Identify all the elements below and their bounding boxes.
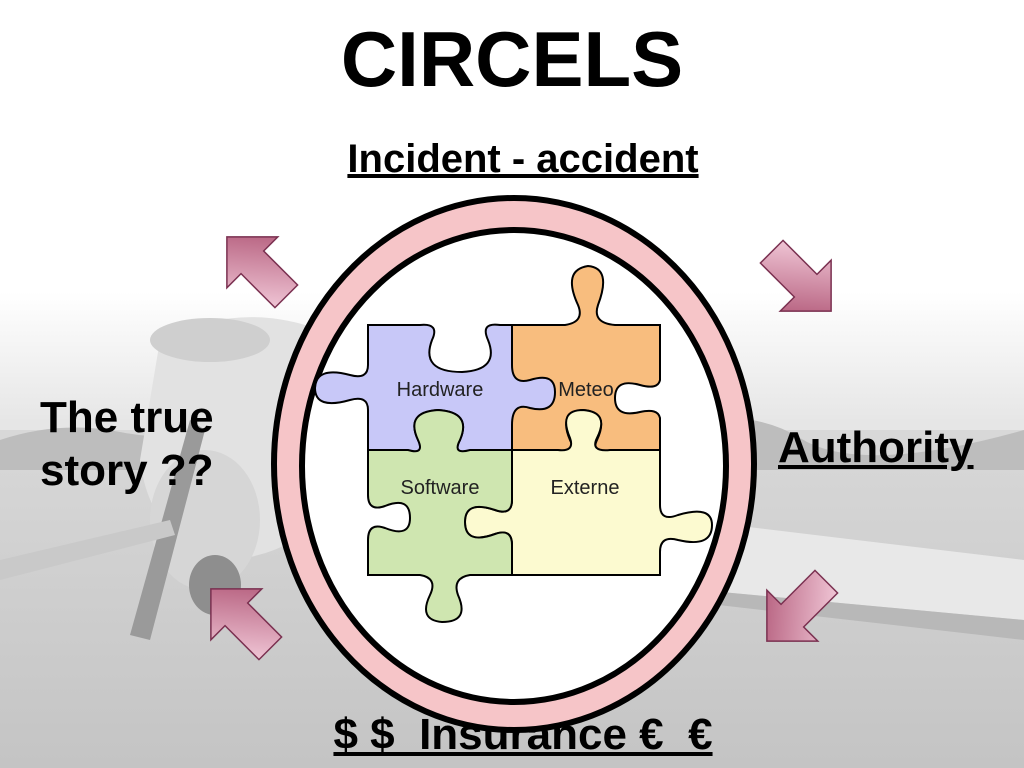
puzzle-label-hardware: Hardware [397,379,484,401]
left-label-line-2: story ?? [40,445,214,495]
right-label-authority: Authority [778,423,974,472]
left-label-true-story: The true story ?? [40,392,270,498]
arrow-bottom-left-icon [210,588,283,661]
arrow-top-right-icon [759,239,832,312]
arrow-top-left-icon [226,236,299,309]
left-label-line-1: The true [40,393,214,442]
puzzle-piece-software [367,408,513,624]
puzzle-piece-hardware [313,323,557,454]
subtitle-incident-accident: Incident - accident [347,137,699,181]
page-title: CIRCELS [340,15,684,103]
puzzle-label-software: Software [401,477,480,499]
arrow-bottom-right-icon [766,569,839,642]
puzzle-label-externe: Externe [551,477,620,499]
puzzle-label-meteo: Meteo [558,379,614,401]
